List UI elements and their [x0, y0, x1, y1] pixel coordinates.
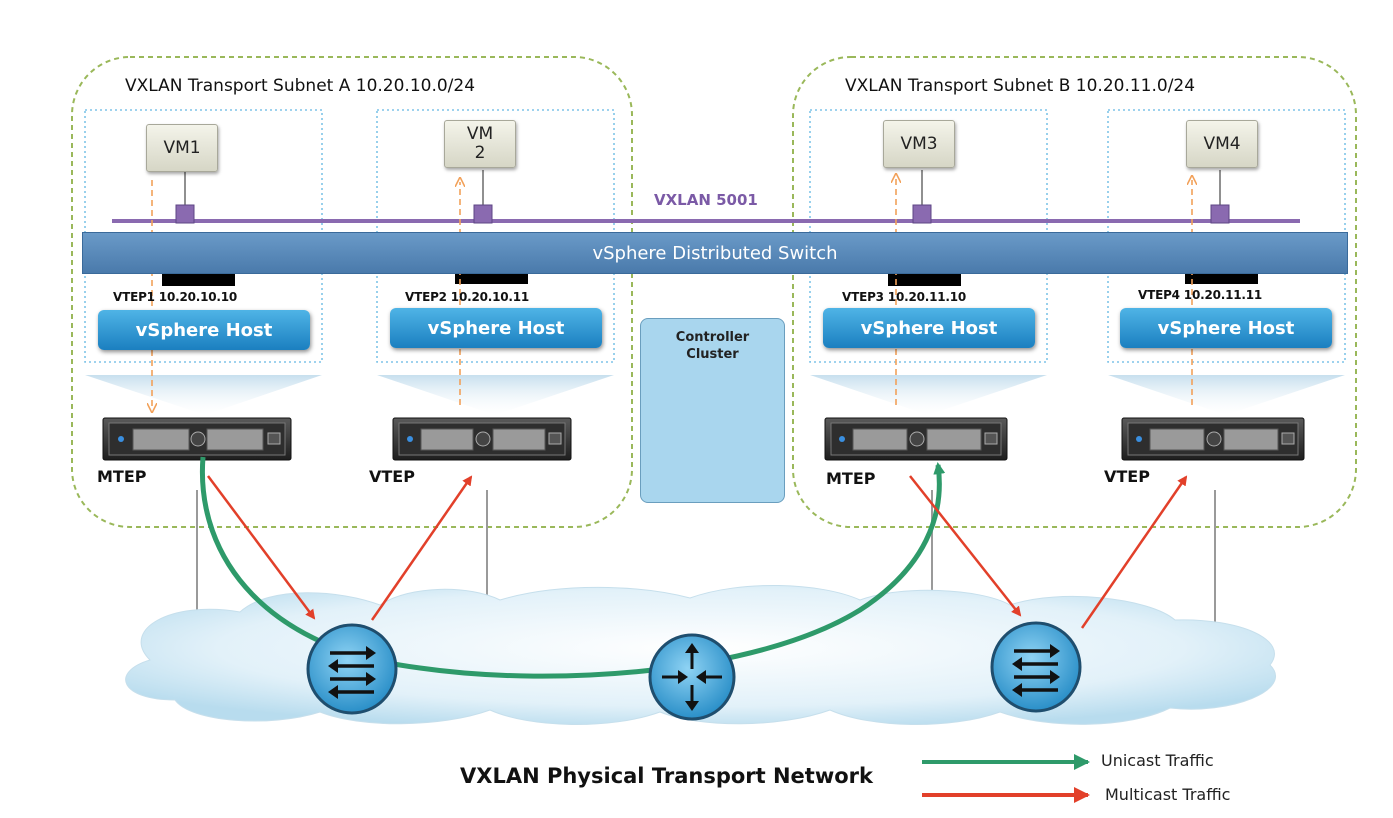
vtep-ip-label: VTEP4 10.20.11.11	[1138, 288, 1263, 302]
vm-3[interactable]: VM3	[883, 120, 955, 168]
vtep-ip-label: VTEP1 10.20.10.10	[113, 290, 238, 304]
role-label: MTEP	[97, 467, 147, 486]
port-4	[1210, 204, 1230, 224]
vtep-bar-3	[888, 270, 961, 286]
port-2	[473, 204, 493, 224]
multicast-arrow-3	[909, 475, 1022, 617]
projection-fan-1	[85, 375, 322, 415]
multicast-arrow-1	[206, 475, 316, 620]
subnet-a-title: VXLAN Transport Subnet A 10.20.10.0/24	[125, 76, 476, 96]
projection-fan-2	[377, 375, 614, 415]
port-1	[175, 204, 195, 224]
router-icon	[648, 633, 736, 721]
vm-1[interactable]: VM1	[146, 124, 218, 172]
multicast-arrow-4	[1080, 475, 1188, 629]
network-title: VXLAN Physical Transport Network	[460, 764, 873, 788]
unicast-traffic-path	[199, 456, 946, 679]
role-label: MTEP	[826, 469, 876, 488]
server-icon	[824, 417, 1008, 461]
role-label: VTEP	[369, 467, 415, 486]
vsphere-distributed-switch[interactable]: vSphere Distributed Switch	[82, 232, 1348, 274]
subnet-b-boundary	[792, 56, 1357, 528]
legend-multicast-label: Multicast Traffic	[1105, 785, 1231, 804]
vsphere-host-2[interactable]: vSphere Host	[390, 308, 602, 348]
vm-4[interactable]: VM4	[1186, 120, 1258, 168]
controller-cluster[interactable]: Controller Cluster	[640, 318, 785, 503]
vsphere-host-3[interactable]: vSphere Host	[823, 308, 1035, 348]
switch-icon	[990, 621, 1082, 713]
projection-fan-3	[810, 375, 1047, 415]
legend-unicast-label: Unicast Traffic	[1101, 751, 1214, 770]
subnet-a-boundary	[71, 56, 633, 528]
vtep-ip-label: VTEP2 10.20.10.11	[405, 290, 530, 304]
vm-2[interactable]: VM 2	[444, 120, 516, 168]
projection-fan-4	[1108, 375, 1345, 415]
role-label: VTEP	[1104, 467, 1150, 486]
server-icon	[102, 417, 292, 461]
vtep-bar-1	[162, 270, 235, 286]
controller-label-line1: Controller	[675, 330, 750, 345]
vsphere-host-1[interactable]: vSphere Host	[98, 310, 310, 350]
server-icon	[392, 417, 572, 461]
vxlan-segment-label: VXLAN 5001	[654, 191, 758, 209]
switch-icon	[306, 623, 398, 715]
vtep-ip-label: VTEP3 10.20.11.10	[842, 290, 967, 304]
subnet-b-title: VXLAN Transport Subnet B 10.20.11.0/24	[845, 76, 1196, 96]
controller-label-line2: Cluster	[686, 347, 739, 362]
vsphere-host-4[interactable]: vSphere Host	[1120, 308, 1332, 348]
multicast-arrow-2	[370, 475, 473, 621]
port-3	[912, 204, 932, 224]
server-icon	[1121, 417, 1305, 461]
